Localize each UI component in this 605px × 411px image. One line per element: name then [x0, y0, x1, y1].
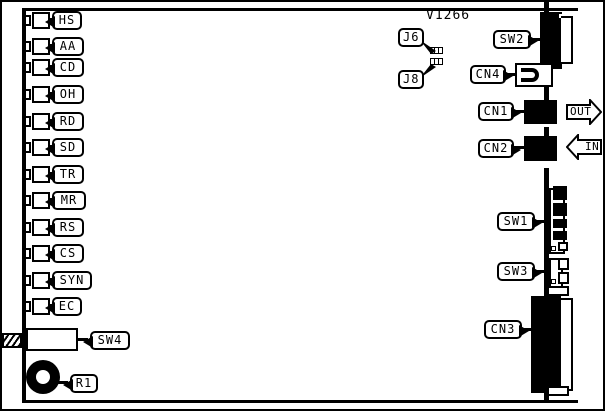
switch-sw1-seg-2[interactable] — [553, 203, 567, 216]
leader-sw1 — [537, 220, 551, 223]
led-tab — [24, 301, 31, 312]
switch-sw1-seg-3[interactable] — [553, 219, 567, 228]
led-tab — [24, 275, 31, 286]
connector-cn3-shell — [559, 298, 573, 391]
callout-aa: AA — [45, 37, 84, 56]
led-tab — [24, 116, 31, 127]
jumper-header-j8[interactable] — [430, 58, 443, 65]
callout-cs: CS — [45, 244, 84, 263]
callout-cn1: CN1 — [478, 102, 521, 121]
led-tab — [24, 248, 31, 259]
callout-oh: OH — [45, 85, 84, 104]
callout-mr: MR — [45, 191, 86, 210]
board-edge-rail-b — [544, 127, 549, 142]
board-edge-bracket — [2, 333, 22, 348]
callout-sw3: SW3 — [497, 262, 542, 281]
connector-cn3-mount-top — [547, 286, 569, 296]
port-flag-in: IN — [566, 134, 602, 160]
board-edge-rail-e — [544, 386, 549, 403]
callout-hs: HS — [45, 11, 82, 30]
callout-j8: J8 — [398, 70, 424, 89]
switch-sw1-seg-4[interactable] — [553, 231, 567, 240]
callout-rs: RS — [45, 218, 84, 237]
led-tab — [24, 142, 31, 153]
leader-sw3 — [537, 270, 551, 273]
callout-tr: TR — [45, 165, 84, 184]
led-tab — [24, 62, 31, 73]
board-edge-rail-a — [544, 69, 549, 105]
callout-sd: SD — [45, 138, 84, 157]
callout-cn3: CN3 — [484, 320, 529, 339]
callout-ec: EC — [45, 297, 82, 316]
callout-cn2: CN2 — [478, 139, 521, 158]
port-flag-out: OUT — [566, 99, 602, 125]
leader-j8 — [420, 62, 438, 78]
switch-sw2-bracket — [561, 16, 573, 64]
port-flag-out-label: OUT — [570, 105, 592, 118]
callout-sw2: SW2 — [493, 30, 538, 49]
switch-sw1-terminal — [558, 242, 568, 251]
switch-sw3-seg-1[interactable] — [558, 258, 569, 270]
board-edge-rail-c — [544, 168, 549, 288]
switch-sw1-pin1-marker — [551, 246, 556, 251]
callout-cd: CD — [45, 58, 84, 77]
switch-sw2-body[interactable] — [540, 12, 562, 69]
callout-sw4: SW4 — [83, 331, 130, 350]
switch-sw1-seg-1[interactable] — [553, 186, 567, 200]
switch-sw4-body — [26, 328, 78, 351]
callout-sw1: SW1 — [497, 212, 542, 231]
connector-cn1-body[interactable] — [524, 100, 557, 124]
leader-j6 — [420, 40, 438, 56]
potentiometer-r1-shaft — [36, 370, 50, 384]
callout-cn4: CN4 — [470, 65, 513, 84]
callout-rd: RD — [45, 112, 84, 131]
board-edge-rail-top — [544, 0, 549, 12]
led-tab — [24, 222, 31, 233]
connector-cn4-socket — [521, 68, 539, 82]
callout-syn: SYN — [45, 271, 92, 290]
board-model-title: V1266 — [426, 8, 471, 23]
port-flag-in-label: IN — [585, 140, 600, 153]
callout-j6: J6 — [398, 28, 424, 47]
board-edge-rail-d — [544, 288, 549, 300]
led-tab — [24, 195, 31, 206]
connector-cn3-body[interactable] — [531, 296, 561, 393]
led-tab — [24, 169, 31, 180]
callout-r1: R1 — [63, 374, 98, 393]
connector-cn3-mount-bottom — [547, 386, 569, 396]
connector-cn2-body[interactable] — [524, 136, 557, 161]
led-tab — [24, 15, 31, 26]
led-tab — [24, 41, 31, 52]
led-tab — [24, 89, 31, 100]
switch-sw3-seg-2[interactable] — [558, 272, 569, 284]
switch-sw3-pin1-marker — [551, 279, 556, 284]
